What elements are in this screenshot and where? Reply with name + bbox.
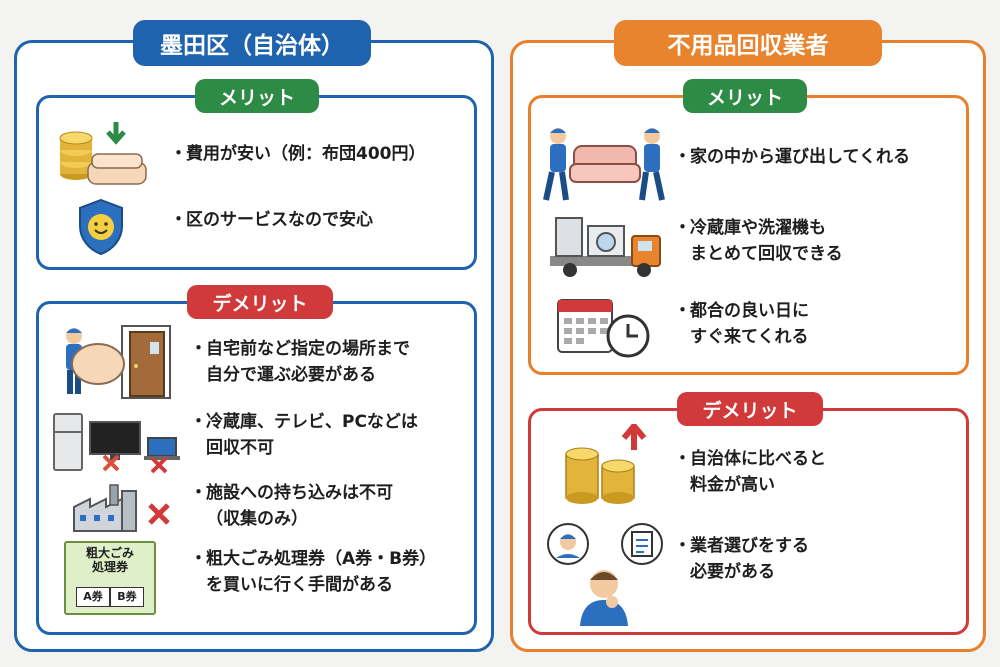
right-demerit-label: デメリット [677,392,823,426]
no-facility-icon [73,484,170,532]
shield-smile-icon [79,198,123,256]
left-demerit-item-2: ・冷蔵庫、テレビ、PCなどは 回収不可 [190,412,418,458]
left-merit-label: メリット [195,79,319,113]
calendar-clock-icon [557,299,650,358]
person-carrying-futon-icon [66,325,171,399]
right-merit-item-2: ・冷蔵庫や洗濯機も まとめて回収できる [674,218,843,264]
left-demerit-item-1: ・自宅前など指定の場所まで 自分で運ぶ必要がある [190,339,410,385]
ticket-title: 粗大ごみ 処理券 [85,546,134,574]
coins-futon-icon [59,122,147,185]
left-demerit-item-3: ・施設への持ち込みは不可 （収集のみ） [190,483,393,529]
left-title: 墨田区（自治体） [133,20,371,66]
ticket-b: B券 [110,587,144,607]
left-merit-item-2: ・区のサービスなので安心 [170,210,373,230]
thinking-person-icon [547,523,663,626]
right-merit-label: メリット [683,79,807,113]
coins-up-icon [565,424,647,504]
right-merit-item-1: ・家の中から運び出してくれる [674,147,910,167]
oversize-ticket-icon: 粗大ごみ 処理券 A券 B券 [64,541,156,615]
left-merit-item-1: ・費用が安い（例：布団400円） [170,144,426,164]
right-title: 不用品回収業者 [614,20,882,66]
right-demerit-item-1: ・自治体に比べると 料金が高い [674,449,826,495]
right-merit-item-3: ・都合の良い日に すぐ来てくれる [674,301,809,347]
movers-sofa-icon [543,128,665,201]
left-demerit-item-4: ・粗大ごみ処理券（A券・B券） を買いに行く手間がある [190,549,437,595]
left-demerit-label: デメリット [187,285,333,319]
truck-appliances-icon [550,217,661,277]
ticket-a: A券 [76,587,110,607]
right-demerit-item-2: ・業者選びをする 必要がある [674,536,809,582]
no-appliances-icon [53,413,180,474]
